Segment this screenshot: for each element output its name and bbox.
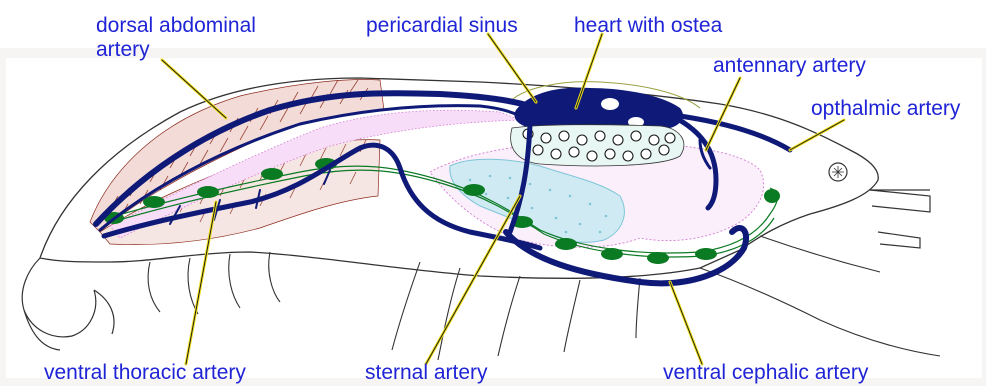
label-dorsal-abdominal-line1: dorsal abdominal [96, 14, 256, 38]
label-heart-with-ostea: heart with ostea [574, 14, 722, 38]
label-opthalmic-artery: opthalmic artery [811, 97, 960, 121]
label-antennary-artery: antennary artery [713, 54, 866, 78]
ova-cluster [511, 125, 684, 166]
label-ventral-thoracic-artery: ventral thoracic artery [44, 361, 246, 385]
label-dorsal-abdominal-line2: artery [96, 38, 256, 62]
ostium-1 [601, 98, 619, 110]
label-ventral-cephalic-artery: ventral cephalic artery [663, 361, 868, 385]
label-sternal-artery: sternal artery [365, 361, 488, 385]
label-dorsal-abdominal-artery: dorsal abdominal artery [96, 14, 256, 62]
label-pericardial-sinus: pericardial sinus [366, 14, 518, 38]
